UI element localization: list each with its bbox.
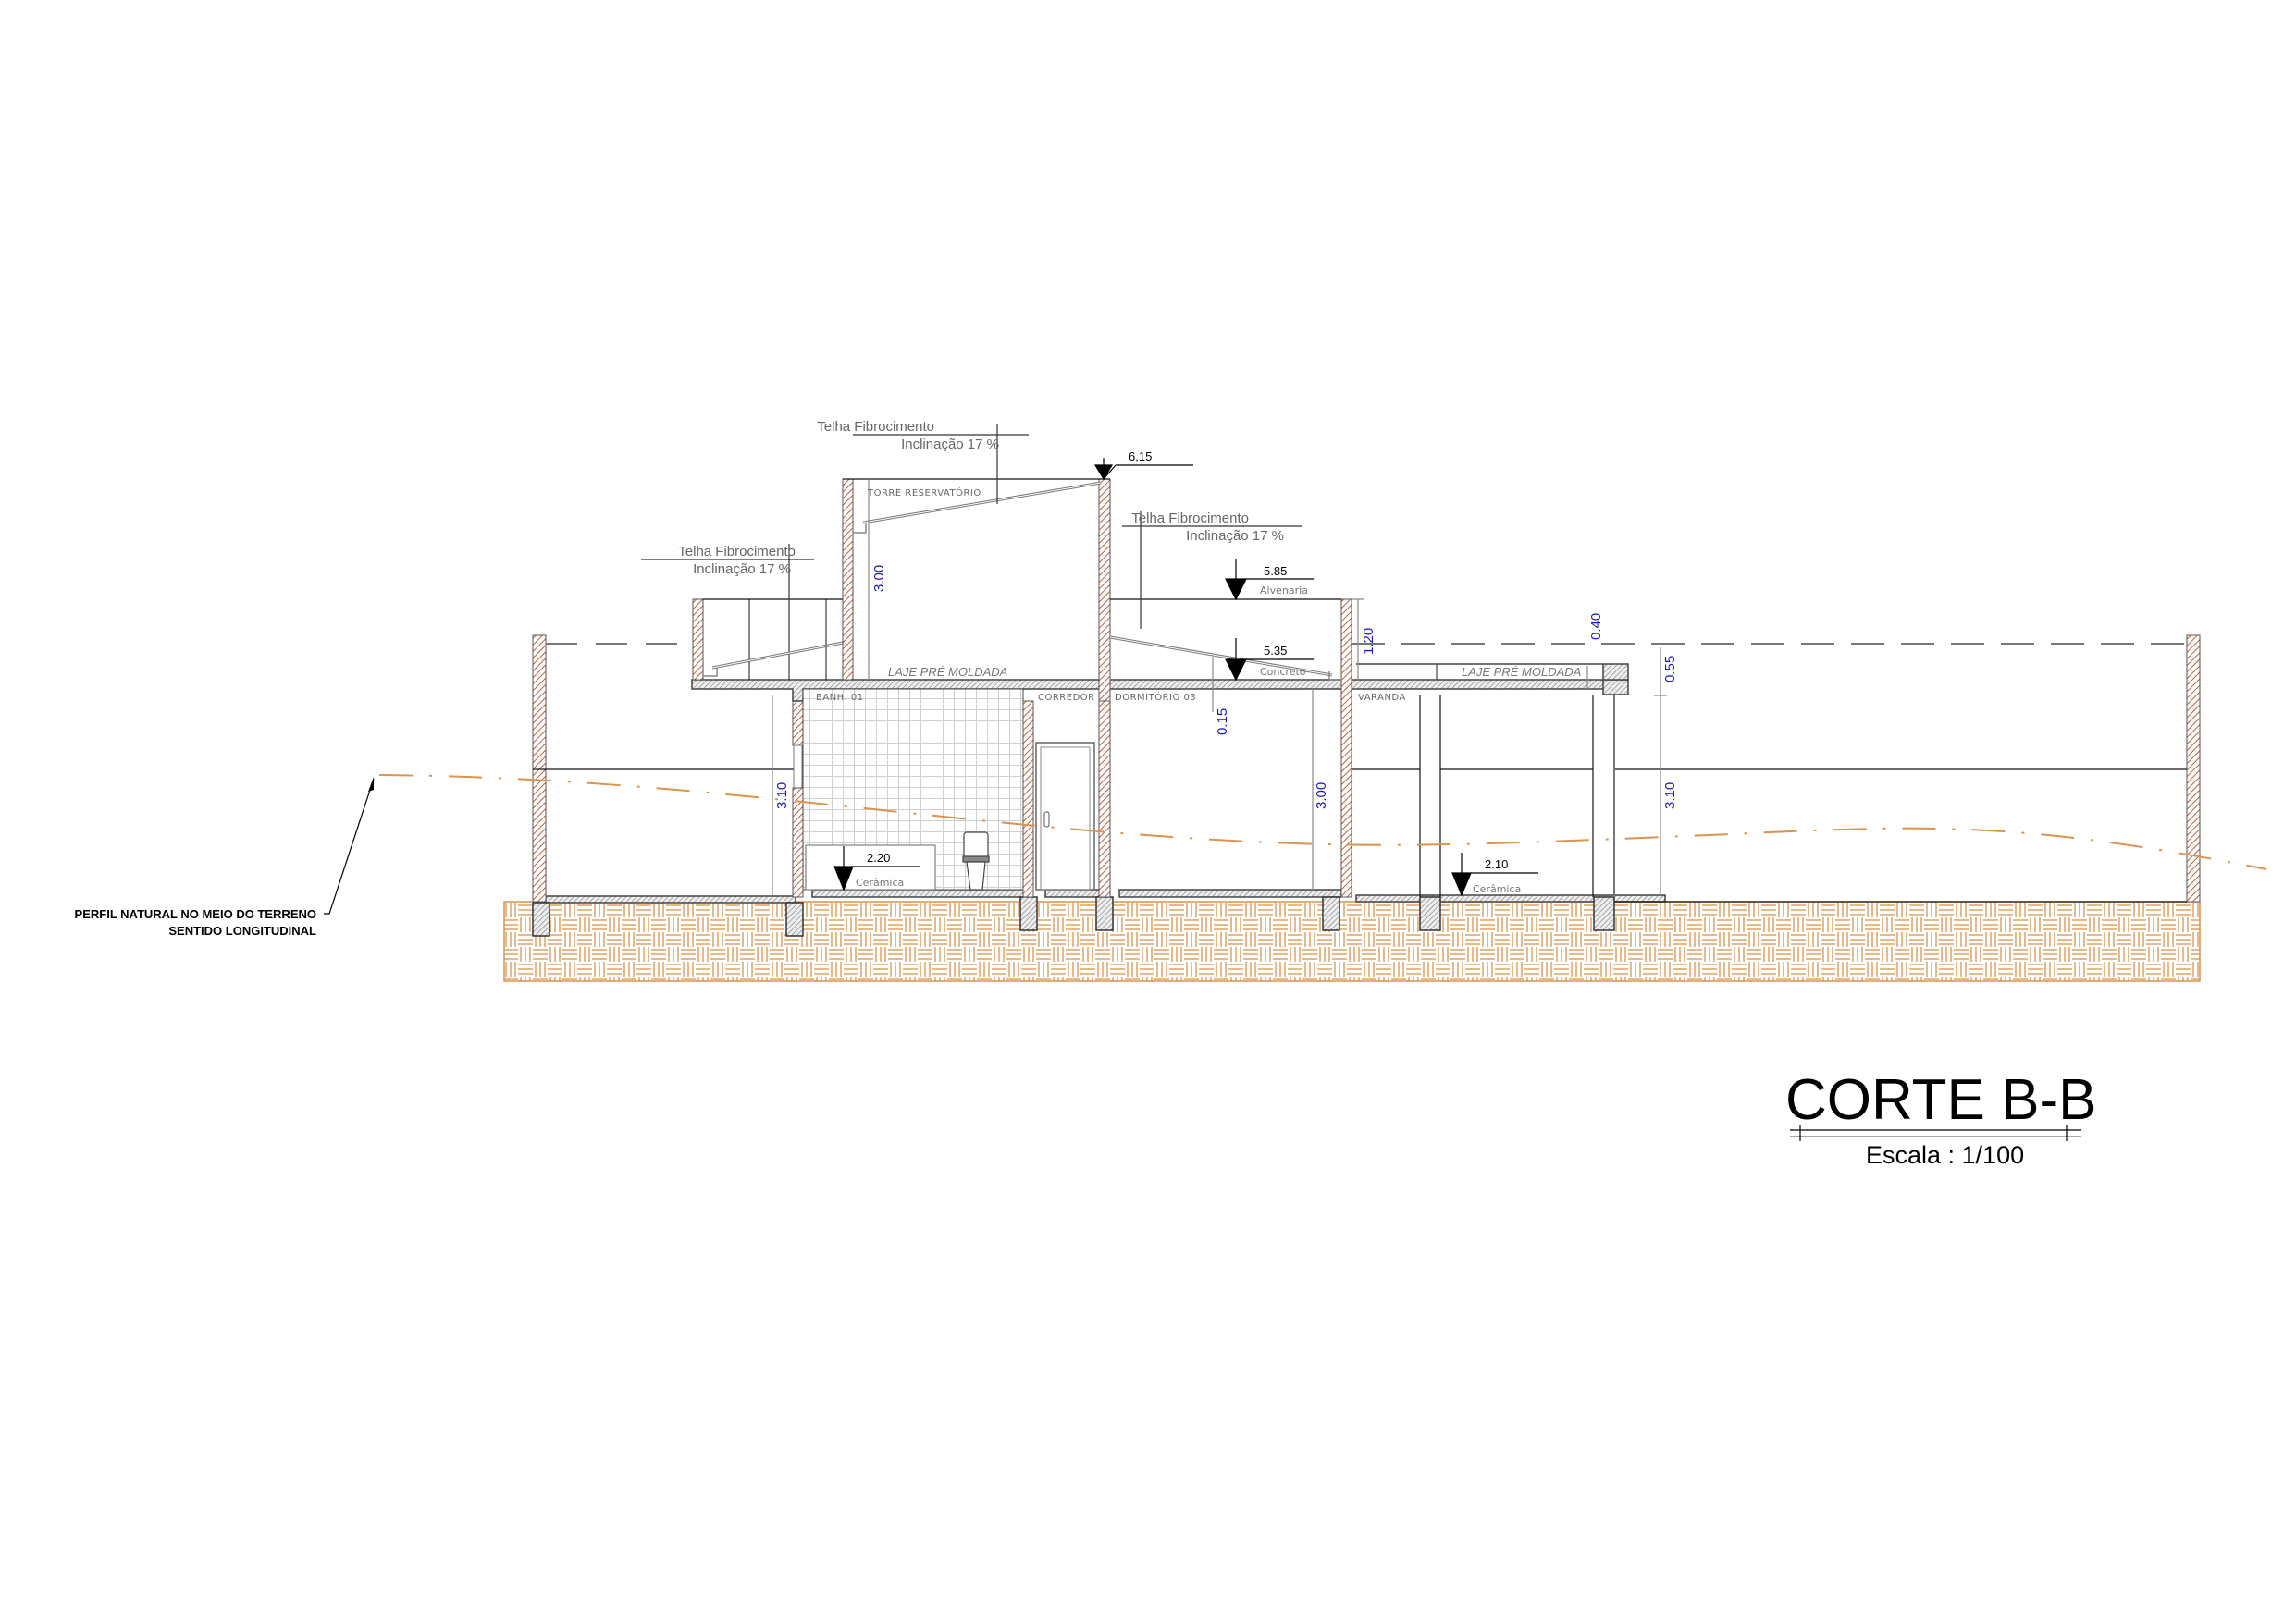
terrain-note-line2: SENTIDO LONGITUDINAL: [168, 924, 316, 938]
wall-bath-left: [792, 700, 804, 746]
roof-note-top-line2: Inclinação 17 %: [901, 436, 999, 452]
room-label-tower: TORRE RESERVATÓRIO: [867, 486, 981, 498]
terrain-profile: [378, 774, 2267, 870]
level-5-35-material: Concreto: [1260, 666, 1306, 678]
level-2-20-material: Cerâmica: [856, 877, 904, 889]
dim-right-height: 3.10: [1662, 782, 1678, 809]
level-2-10: 2.10: [1485, 857, 1508, 871]
dim-parapet: 1.20: [1361, 628, 1376, 655]
room-label-porch: VARANDA: [1358, 693, 1406, 703]
roof-note-right-line2: Inclinação 17 %: [1186, 528, 1284, 544]
terrain-leader: [324, 778, 375, 915]
level-2-10-material: Cerâmica: [1473, 883, 1521, 895]
dimension-lines: [772, 479, 1667, 896]
title-underline: [1790, 1125, 2081, 1141]
level-2-20: 2.20: [867, 851, 890, 865]
drawing-title: CORTE B-B: [1785, 1068, 2096, 1132]
dim-slab-offset: 0.15: [1215, 708, 1230, 735]
toilet-icon: [962, 831, 990, 891]
level-6-15: 6,15: [1129, 449, 1152, 463]
floor-slabs: [545, 889, 1666, 904]
roof-note-right-line1: Telha Fibrocimento: [1131, 510, 1249, 526]
footings: [532, 896, 1615, 937]
parapet-left: [692, 598, 704, 681]
terrain-note-line1: PERFIL NATURAL NO MEIO DO TERRENO: [75, 907, 316, 921]
room-label-bedroom: DORMITÓRIO 03: [1115, 691, 1196, 703]
level-5-85-material: Alvenaria: [1260, 584, 1308, 596]
dim-left-room-height: 3.10: [774, 782, 790, 809]
dim-bedroom-height: 3.00: [1314, 782, 1329, 809]
wall-corridor-right: [1098, 700, 1111, 898]
level-markers: [833, 458, 1538, 897]
roof-note-left-line2: Inclinação 17 %: [693, 561, 791, 577]
dim-tower-height: 3.00: [871, 565, 887, 592]
tower-wall-left: [842, 478, 854, 681]
dim-right-parapet: 0.55: [1662, 656, 1678, 682]
wall-left-outer: [532, 634, 547, 903]
slab-label-right: LAJE PRÉ MOLDADA: [1462, 665, 1581, 679]
level-5-35: 5.35: [1264, 644, 1287, 658]
room-label-corridor: CORREDOR: [1038, 693, 1095, 703]
wall-bath-left-lower: [792, 787, 804, 898]
roof-note-left-line1: Telha Fibrocimento: [678, 544, 796, 559]
terrain-soil: [503, 901, 2201, 982]
roof-note-top-line1: Telha Fibrocimento: [817, 419, 934, 435]
door-handle-icon: [1043, 811, 1050, 828]
slab-label-left: LAJE PRÉ MOLDADA: [888, 665, 1007, 679]
level-5-85: 5.85: [1264, 564, 1287, 578]
wall-corridor-left: [1022, 700, 1034, 898]
dim-right-top: 0.40: [1588, 613, 1604, 640]
drawing-scale: Escala : 1/100: [1866, 1141, 2024, 1169]
room-label-bath: BANH. 01: [816, 693, 864, 703]
wall-porch: [1340, 598, 1352, 898]
wall-right-outer: [2186, 634, 2201, 903]
